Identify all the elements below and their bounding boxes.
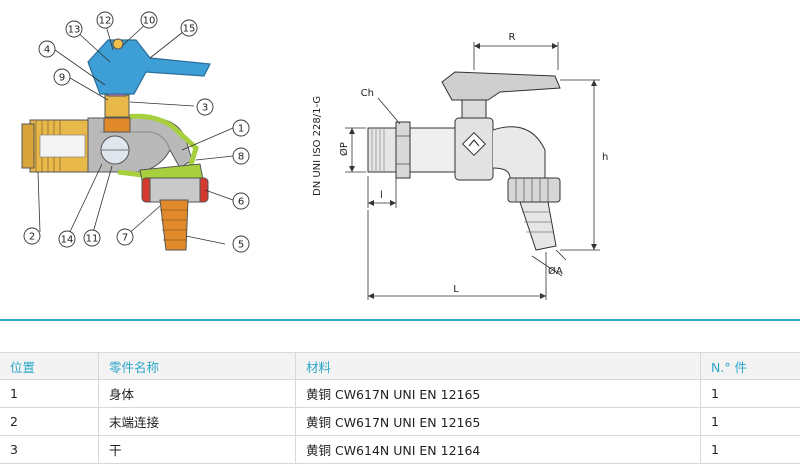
svg-text:3: 3 [202, 103, 208, 114]
cell-quantity: 1 [700, 379, 800, 408]
callout-11: 11 [83, 229, 101, 247]
callout-3: 3 [196, 98, 214, 116]
dimension-view: DN UNI ISO 228/1-G [312, 32, 608, 300]
svg-text:7: 7 [122, 233, 128, 244]
callout-10: 10 [140, 11, 158, 29]
callout-1: 1 [232, 119, 250, 137]
svg-text:2: 2 [29, 232, 35, 243]
cell-part-name: 末端连接 [98, 407, 296, 436]
svg-text:1: 1 [238, 124, 244, 135]
thread-standard-label: DN UNI ISO 228/1-G [312, 96, 323, 196]
dim-p-label: ØP [338, 142, 350, 156]
cell-part-name: 身体 [98, 379, 296, 408]
svg-text:10: 10 [143, 16, 156, 27]
svg-text:11: 11 [86, 234, 99, 245]
cell-material: 黄铜 CW617N UNI EN 12165 [295, 407, 701, 436]
callout-5: 5 [232, 235, 250, 253]
svg-text:8: 8 [238, 152, 244, 163]
table-row: 1 身体 黄铜 CW617N UNI EN 12165 1 [0, 379, 800, 408]
callout-2: 2 [23, 227, 41, 245]
callout-13: 13 [65, 20, 83, 38]
svg-text:4: 4 [44, 45, 50, 56]
cell-part-name: 干 [98, 435, 296, 464]
svg-text:5: 5 [238, 240, 244, 251]
svg-text:14: 14 [61, 235, 74, 246]
table-row: 2 末端连接 黄铜 CW617N UNI EN 12165 1 [0, 407, 800, 436]
column-header-material: 材料 [295, 352, 701, 380]
callout-6: 6 [232, 192, 250, 210]
column-header-part-name: 零件名称 [98, 352, 296, 380]
column-header-quantity: N.° 件 [700, 352, 800, 380]
cell-position: 3 [0, 435, 99, 464]
dim-ch-label: Ch [361, 88, 374, 99]
cell-material: 黄铜 CW614N UNI EN 12164 [295, 435, 701, 464]
section-divider [0, 319, 800, 321]
callout-15: 15 [180, 19, 198, 37]
callout-12: 12 [96, 11, 114, 29]
column-header-position: 位置 [0, 352, 99, 380]
technical-drawings: 1 2 3 4 5 6 7 8 9 10 11 12 13 14 15 DN U… [21, 11, 608, 300]
cell-quantity: 1 [700, 435, 800, 464]
svg-text:9: 9 [59, 73, 65, 84]
cell-quantity: 1 [700, 407, 800, 436]
callout-4: 4 [38, 40, 56, 58]
dim-l-small-label: l [380, 190, 383, 201]
dim-L-label: L [453, 284, 459, 295]
parts-table: 位置 零件名称 材料 N.° 件 1 身体 黄铜 CW617N UNI EN 1… [0, 352, 800, 464]
section-view: 1 2 3 4 5 6 7 8 9 10 11 12 13 14 15 [21, 11, 250, 253]
dim-a-label: ØA [548, 265, 563, 277]
table-header-row: 位置 零件名称 材料 N.° 件 [0, 352, 800, 380]
callout-9: 9 [53, 68, 71, 86]
cell-material: 黄铜 CW617N UNI EN 12165 [295, 379, 701, 408]
svg-text:12: 12 [99, 16, 112, 27]
callout-7: 7 [116, 228, 134, 246]
dim-r-label: R [509, 32, 516, 43]
callout-8: 8 [232, 147, 250, 165]
svg-text:13: 13 [68, 25, 81, 36]
svg-text:15: 15 [183, 24, 196, 35]
callout-14: 14 [58, 230, 76, 248]
cell-position: 2 [0, 407, 99, 436]
svg-text:6: 6 [238, 197, 244, 208]
table-row: 3 干 黄铜 CW614N UNI EN 12164 1 [0, 435, 800, 464]
cell-position: 1 [0, 379, 99, 408]
dim-h-label: h [602, 152, 608, 163]
